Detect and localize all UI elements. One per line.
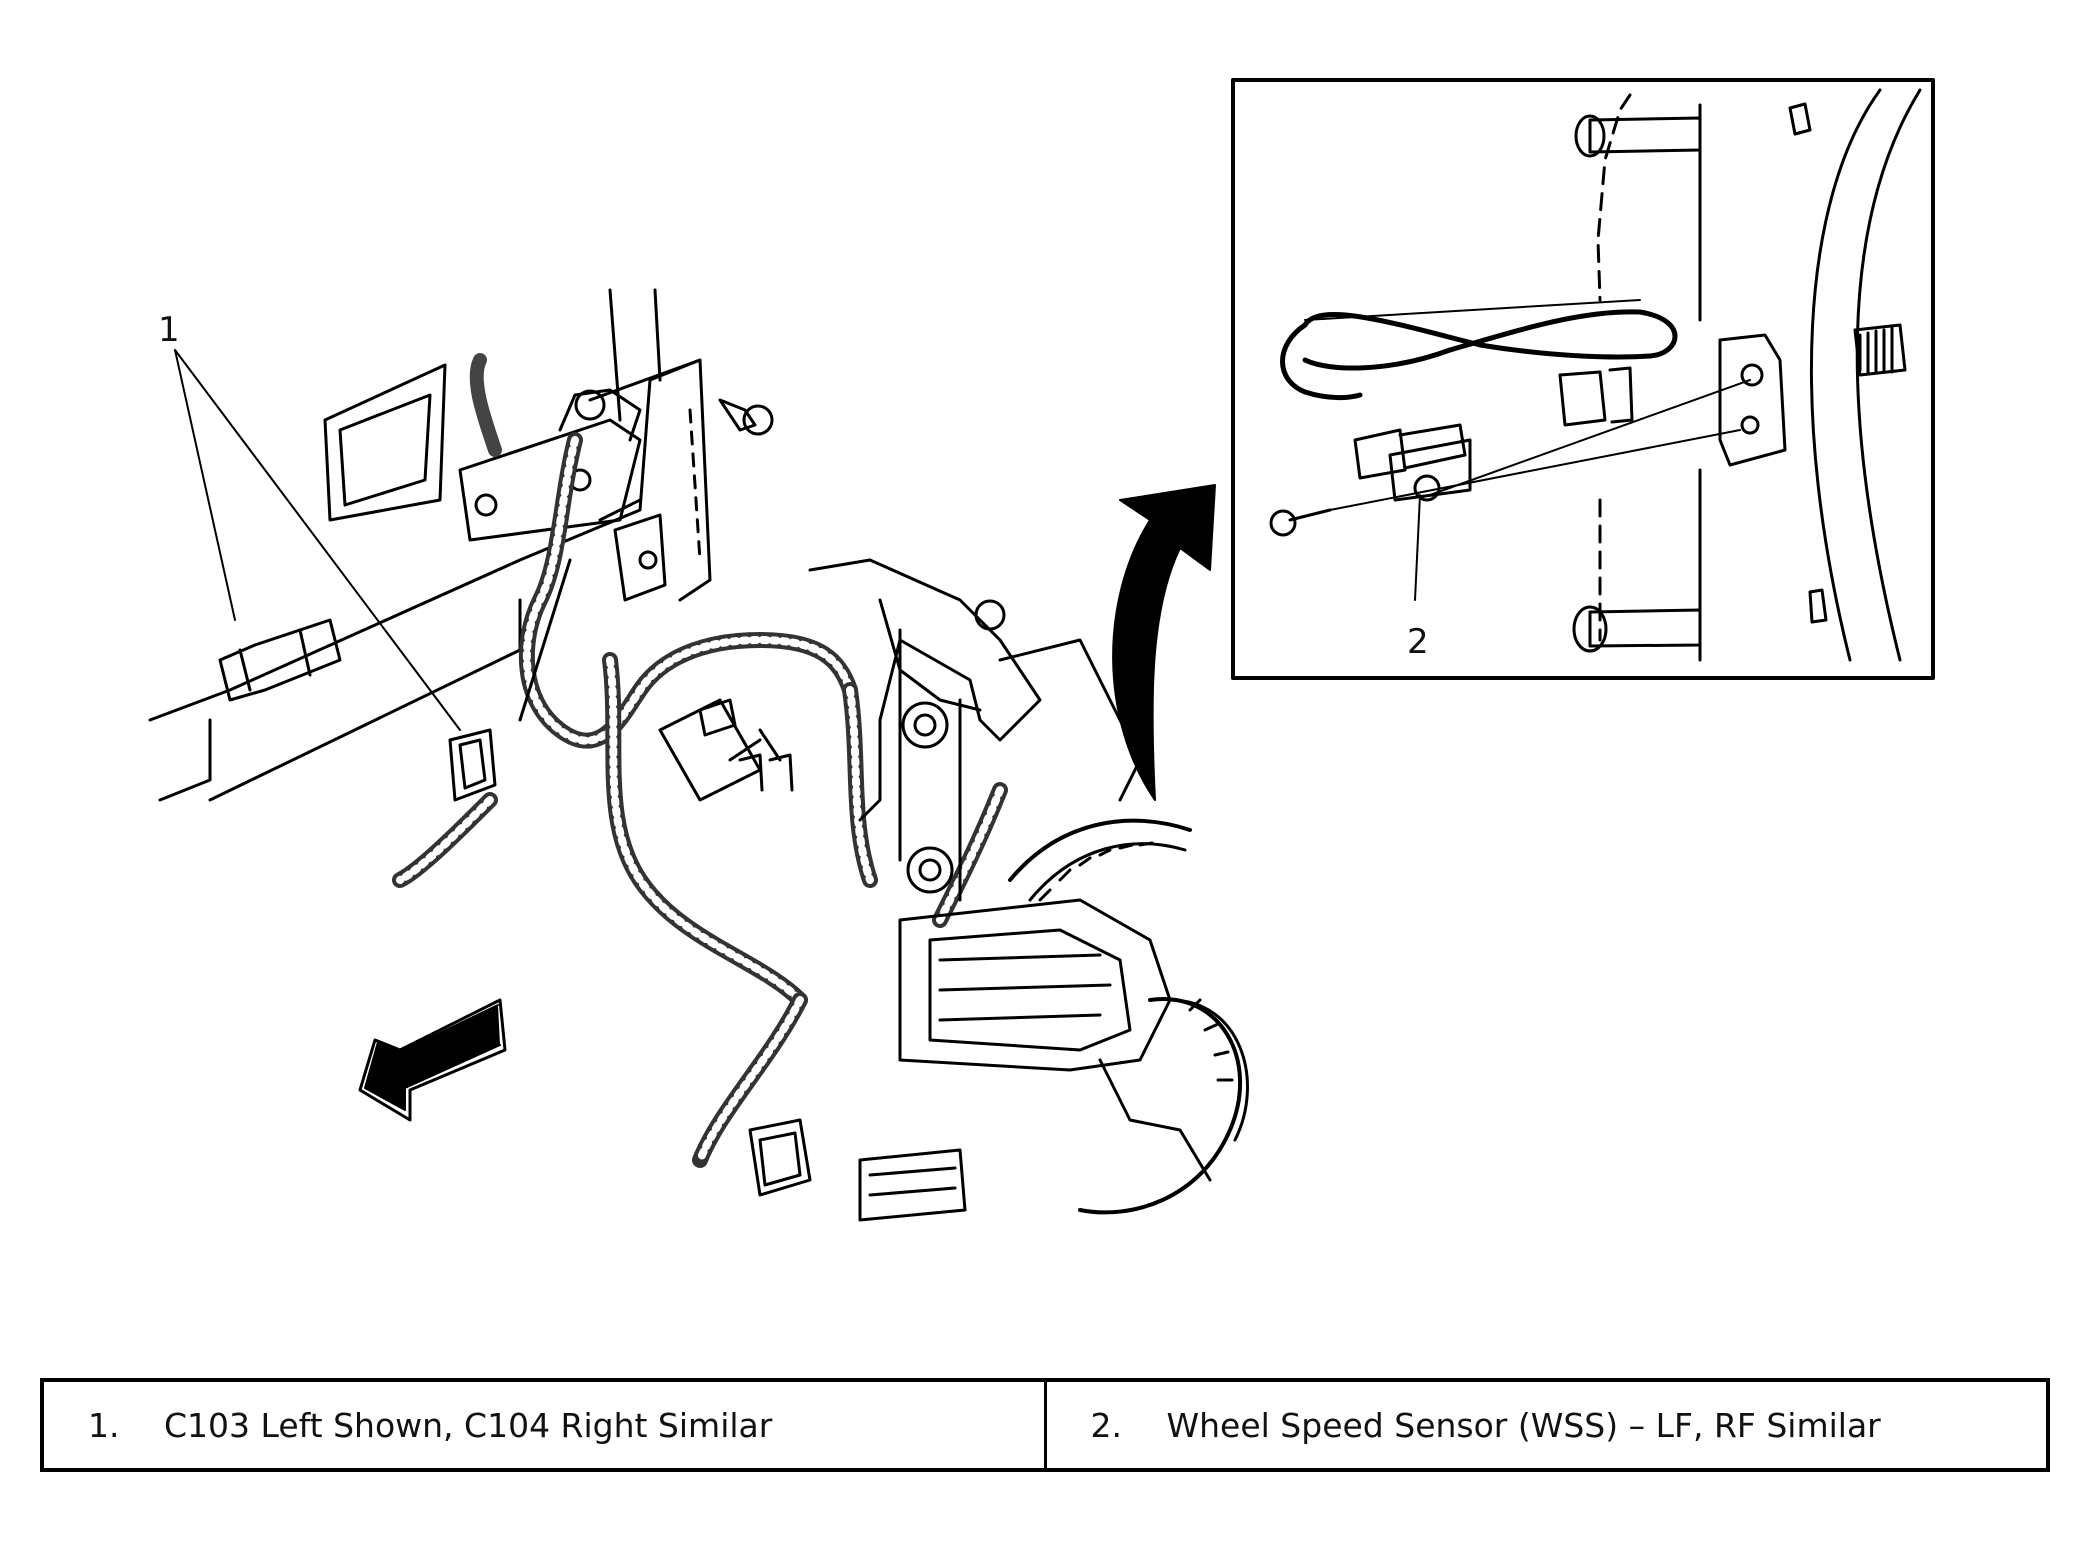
legend-table: 1. C103 Left Shown, C104 Right Similar 2… <box>40 1378 2050 1472</box>
legend-item-2: 2. Wheel Speed Sensor (WSS) – LF, RF Sim… <box>1043 1382 2047 1468</box>
callout-1-leader-a <box>174 349 236 621</box>
detail-inset <box>1231 78 1935 680</box>
detail-pointer-arrow <box>1112 484 1216 801</box>
legend-item-1-label: C103 Left Shown, C104 Right Similar <box>164 1405 773 1445</box>
callout-1-label: 1 <box>158 310 180 350</box>
legend-item-1-number: 1. <box>88 1405 120 1445</box>
callout-2-label: 2 <box>1407 622 1429 662</box>
legend-item-2-number: 2. <box>1090 1405 1123 1445</box>
legend-item-1: 1. C103 Left Shown, C104 Right Similar <box>44 1382 1044 1468</box>
front-direction-arrow <box>358 998 507 1122</box>
legend-item-2-label: Wheel Speed Sensor (WSS) – LF, RF Simila… <box>1166 1405 1881 1445</box>
main-assembly-drawing <box>148 288 1249 1222</box>
callout-1-leader-b <box>174 349 461 731</box>
